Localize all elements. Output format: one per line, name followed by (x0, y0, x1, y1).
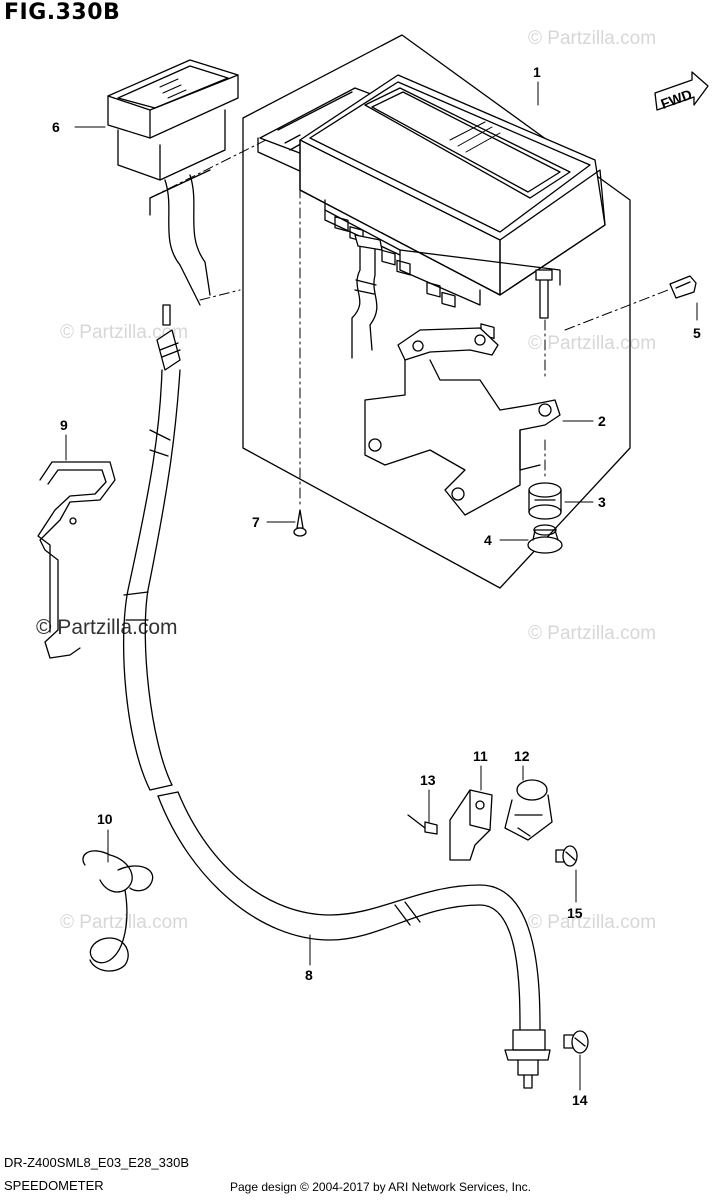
clamp-10 (82, 850, 154, 972)
rivet-13 (407, 814, 438, 835)
clamp-9 (37, 461, 116, 659)
callout-4: 4 (484, 532, 492, 548)
page-credit: Page design © 2004-2017 by ARI Network S… (230, 1180, 532, 1194)
grommet (528, 482, 562, 520)
callout-11: 11 (473, 748, 488, 764)
screw-7 (293, 509, 307, 537)
callout-8: 8 (305, 967, 313, 983)
fwd-arrow-icon: FWD (654, 71, 709, 112)
flange-nut (527, 524, 563, 554)
watermark-dark: © Partzilla.com (36, 616, 178, 639)
clamp-12 (504, 779, 553, 841)
assembly-outline (242, 34, 631, 589)
watermark: © Partzilla.com (60, 322, 189, 343)
callout-14: 14 (572, 1092, 588, 1108)
callout-1: 1 (533, 64, 541, 80)
callout-7: 7 (252, 514, 260, 530)
callout-10: 10 (97, 811, 113, 827)
watermark: © Partzilla.com (528, 28, 657, 49)
watermark: © Partzilla.com (60, 912, 189, 933)
callout-12: 12 (514, 748, 530, 764)
speedometer-unit (257, 74, 606, 359)
callout-15: 15 (567, 905, 583, 921)
watermark: © Partzilla.com (528, 623, 657, 644)
callout-6: 6 (52, 119, 60, 135)
figure-title: FIG.330B (4, 0, 121, 25)
rubber-cap (107, 59, 239, 306)
section-name: SPEEDOMETER (4, 1178, 104, 1193)
speedometer-cable (122, 304, 551, 1089)
watermark: © Partzilla.com (528, 912, 657, 933)
plate-11 (449, 789, 493, 861)
screw-15 (555, 845, 578, 867)
callout-5: 5 (693, 325, 701, 341)
bolt-5 (669, 275, 697, 299)
callout-3: 3 (598, 494, 606, 510)
callout-9: 9 (60, 417, 68, 433)
bracket (364, 327, 561, 516)
screw-14 (563, 1030, 589, 1054)
model-code: DR-Z400SML8_E03_E28_330B (4, 1155, 190, 1170)
callout-2: 2 (598, 413, 606, 429)
callout-13: 13 (420, 772, 436, 788)
watermark: © Partzilla.com (528, 333, 657, 354)
